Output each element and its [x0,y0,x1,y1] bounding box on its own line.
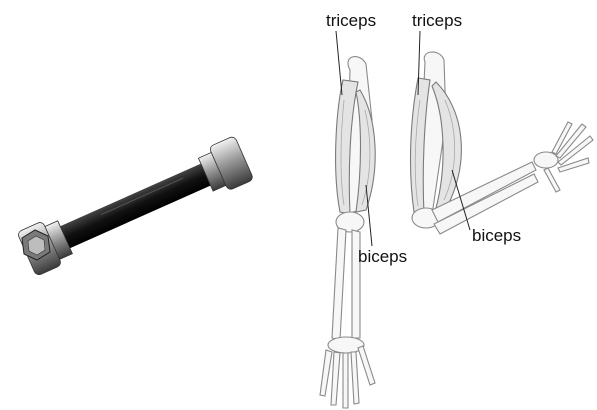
label-biceps-bent: biceps [472,226,521,245]
dumbbell-image [17,136,254,277]
label-biceps-straight: biceps [358,247,407,266]
leader-triceps-straight [336,31,342,95]
straight-arm-illustration [320,57,375,408]
bent-arm-illustration [411,52,593,234]
dumbbell-bar [57,160,217,249]
label-triceps-bent: triceps [412,11,462,30]
label-triceps-straight: triceps [326,11,376,30]
